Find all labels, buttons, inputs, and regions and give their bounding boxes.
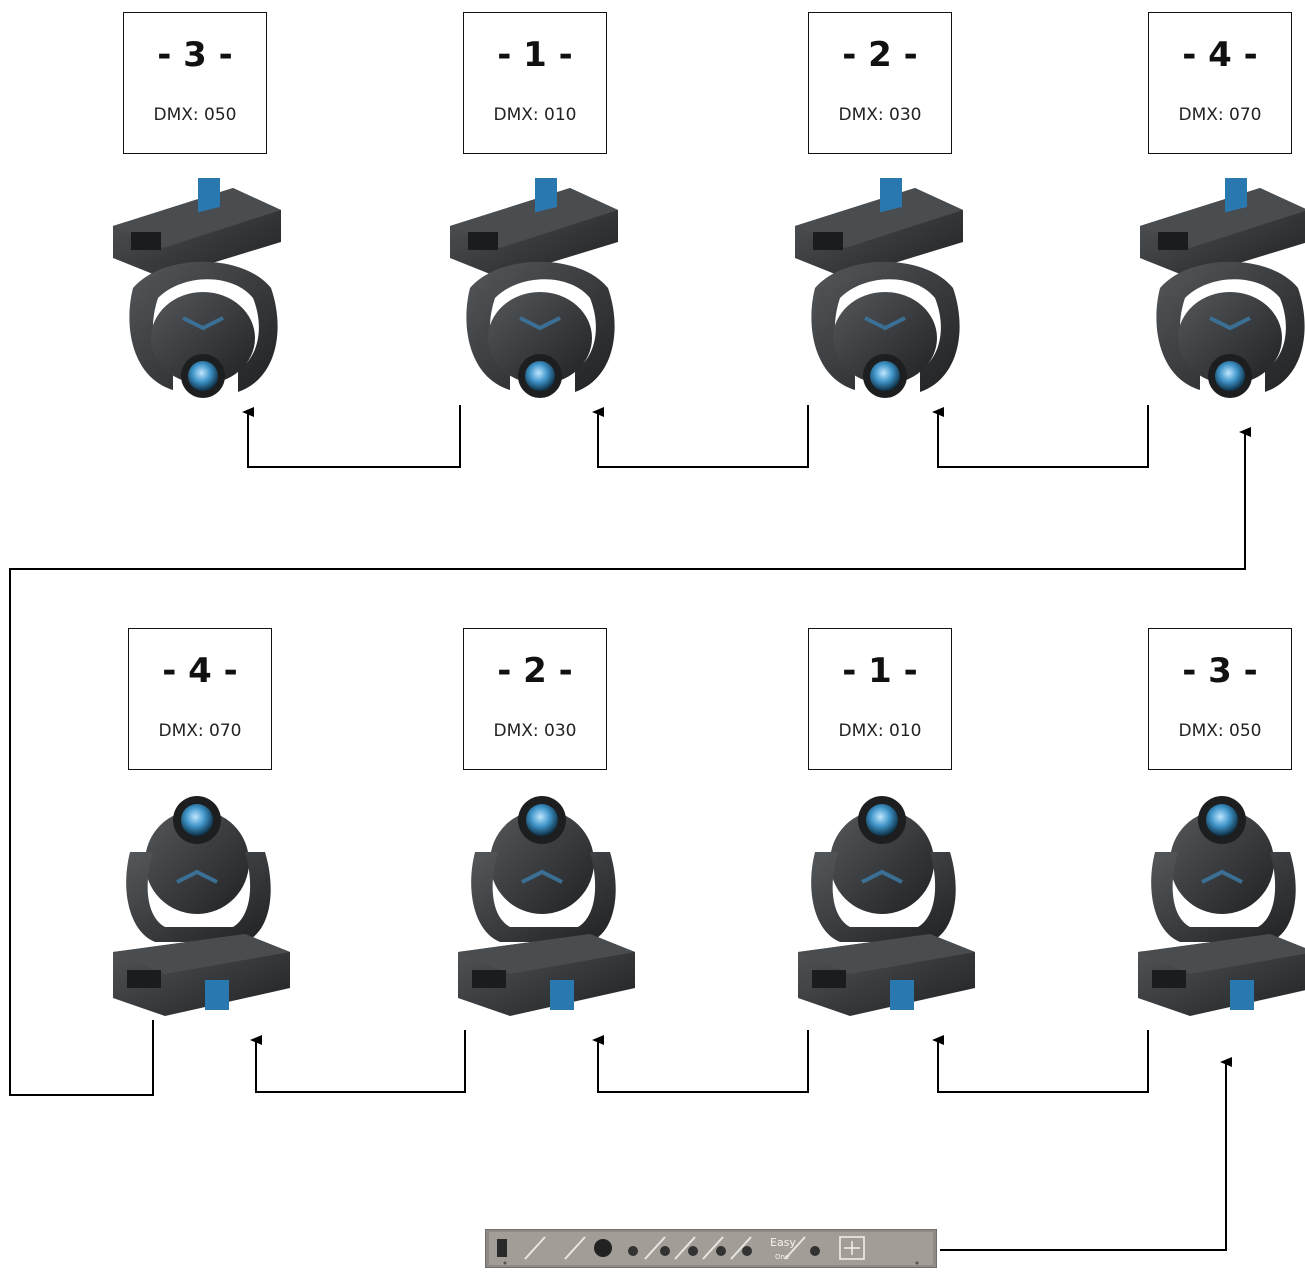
dmx-address: DMX: 050 (153, 105, 237, 125)
fixture-number: - 2 - (842, 35, 918, 75)
fixture-number: - 1 - (497, 35, 573, 75)
fixture-number: - 4 - (1182, 35, 1258, 75)
dmx-address: DMX: 030 (838, 105, 922, 125)
dmx-controller-icon: Easy One (484, 1228, 938, 1269)
dmx-address: DMX: 070 (1178, 105, 1262, 125)
dmx-address: DMX: 070 (158, 721, 242, 741)
cable-top-2 (592, 405, 809, 468)
fixture-number: - 4 - (162, 651, 238, 691)
moving-head-light-icon (456, 794, 637, 1018)
moving-head-light-icon (1138, 178, 1305, 400)
dmx-address: DMX: 010 (493, 105, 577, 125)
controller-brand: Easy (770, 1236, 796, 1249)
top-label-box-4: - 4 - DMX: 070 (1148, 12, 1292, 154)
moving-head-light-icon (796, 794, 977, 1018)
fixture-number: - 3 - (157, 35, 233, 75)
moving-head-light-icon (448, 178, 620, 400)
dmx-address: DMX: 050 (1178, 721, 1262, 741)
top-label-box-2: - 1 - DMX: 010 (463, 12, 607, 154)
cable-top-3 (932, 405, 1149, 468)
top-label-box-1: - 3 - DMX: 050 (123, 12, 267, 154)
cable-return (9, 427, 1251, 1096)
dmx-address: DMX: 030 (493, 721, 577, 741)
top-label-box-3: - 2 - DMX: 030 (808, 12, 952, 154)
dmx-address: DMX: 010 (838, 721, 922, 741)
controller-model: One (775, 1253, 789, 1261)
moving-head-light-icon (111, 794, 292, 1018)
moving-head-light-icon (793, 178, 965, 400)
dmx-controller: Easy One (484, 1228, 938, 1269)
bottom-label-box-1: - 4 - DMX: 070 (128, 628, 272, 770)
bottom-label-box-4: - 3 - DMX: 050 (1148, 628, 1292, 770)
fixture-number: - 2 - (497, 651, 573, 691)
moving-head-light-icon (1136, 794, 1305, 1018)
cable-bottom-1 (250, 1030, 466, 1093)
bottom-label-box-2: - 2 - DMX: 030 (463, 628, 607, 770)
fixture-number: - 3 - (1182, 651, 1258, 691)
cable-top-1 (242, 405, 461, 468)
cable-controller (940, 1057, 1232, 1251)
cable-bottom-3 (932, 1030, 1149, 1093)
cable-bottom-2 (592, 1030, 809, 1093)
fixture-number: - 1 - (842, 651, 918, 691)
moving-head-light-icon (111, 178, 283, 400)
bottom-label-box-3: - 1 - DMX: 010 (808, 628, 952, 770)
